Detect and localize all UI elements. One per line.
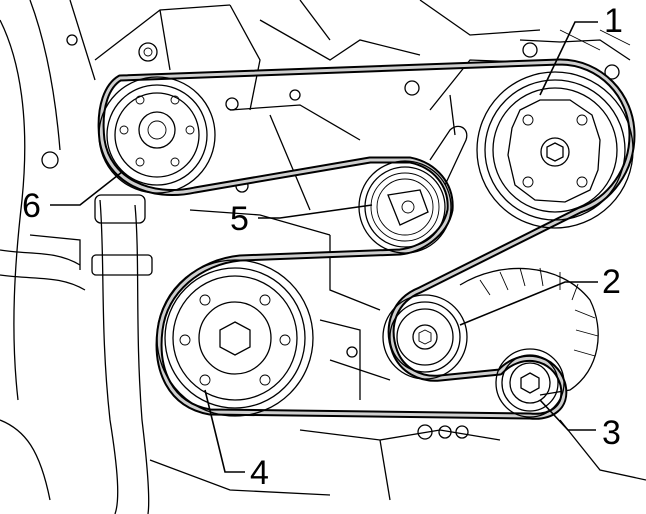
pulley-6-power-steering (98, 76, 216, 194)
callout-labels: 1 2 3 4 5 6 (22, 2, 623, 492)
leader-lines (50, 21, 598, 473)
callout-5: 5 (230, 200, 249, 238)
callout-1: 1 (604, 2, 623, 40)
pulley-3-alternator (495, 348, 565, 418)
leader-3 (539, 399, 596, 431)
leader-2 (459, 281, 598, 326)
pulley-4-crankshaft (156, 259, 314, 417)
pulley-1-ac-compressor (476, 71, 634, 229)
leader-4 (204, 389, 245, 473)
leader-5 (258, 204, 373, 219)
callout-3: 3 (602, 414, 621, 452)
callout-6: 6 (22, 187, 41, 225)
leader-6 (50, 171, 123, 206)
pulley-2-idler (382, 294, 468, 380)
drive-belt (97, 58, 636, 420)
leader-1 (539, 21, 598, 96)
alternator-housing (459, 267, 599, 396)
callout-2: 2 (602, 263, 621, 301)
callout-4: 4 (250, 454, 269, 492)
